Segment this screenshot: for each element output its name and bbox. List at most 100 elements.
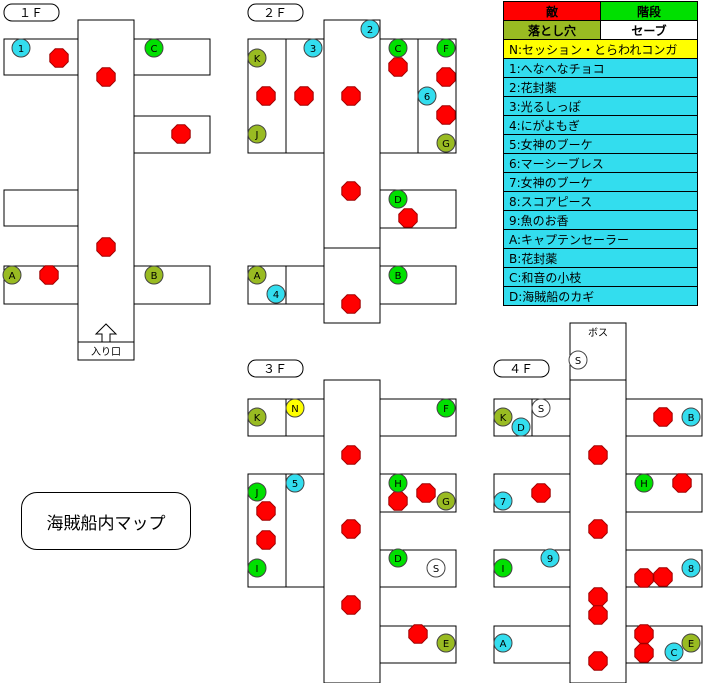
entrance-arrow-icon xyxy=(94,323,118,343)
items-marker-label: 2 xyxy=(367,25,373,36)
items-marker-label: B xyxy=(688,413,695,424)
floor-label: １Ｆ xyxy=(19,6,43,20)
floor-tag-2f xyxy=(247,3,304,22)
floor-label: ２Ｆ xyxy=(263,6,287,20)
enemy-marker xyxy=(341,294,361,314)
stairs-marker-label: H xyxy=(640,479,648,490)
stairs-marker-label: F xyxy=(443,404,449,415)
items-marker xyxy=(11,38,31,58)
enemy-marker xyxy=(256,501,276,521)
pitfall-marker-label: K xyxy=(254,413,261,424)
stairs-marker xyxy=(388,265,408,285)
pitfall-marker xyxy=(681,633,701,653)
pitfall-marker-label: K xyxy=(254,54,261,65)
pitfall-marker-label: E xyxy=(443,639,449,650)
pitfall-marker xyxy=(493,407,513,427)
items-marker xyxy=(285,473,305,493)
legend-item: N:セッション・とらわれコンガ xyxy=(504,39,697,58)
items-marker-label: A xyxy=(500,639,507,650)
legend-enemy: 敵 xyxy=(504,2,600,20)
floor-tag-3f xyxy=(247,359,304,378)
legend-stairs: 階段 xyxy=(600,2,697,20)
enemy-marker xyxy=(341,519,361,539)
legend-item: 2:花封薬 xyxy=(504,77,697,96)
items-marker xyxy=(417,86,437,106)
legend-item: 8:スコアピース xyxy=(504,191,697,210)
enemy-marker xyxy=(653,567,673,587)
enemy-marker xyxy=(49,48,69,68)
enemy-marker xyxy=(294,86,314,106)
pitfall-marker xyxy=(436,491,456,511)
save-marker xyxy=(568,350,588,370)
pitfall-marker xyxy=(247,48,267,68)
legend-header-2: 落とし穴 セーブ xyxy=(504,20,697,39)
wall-room xyxy=(323,19,381,249)
items-marker-label: 1 xyxy=(18,44,24,55)
pitfall-marker xyxy=(247,124,267,144)
enemy-marker xyxy=(436,105,456,125)
items-marker-label: 7 xyxy=(500,497,506,508)
enemy-marker xyxy=(416,483,436,503)
pitfall-marker-label: J xyxy=(255,130,259,141)
pitfall-marker-label: K xyxy=(500,413,507,424)
enemy-marker xyxy=(588,587,608,607)
items-marker xyxy=(664,642,684,662)
legend-item: 3:光るしっぽ xyxy=(504,96,697,115)
stairs-marker xyxy=(436,398,456,418)
enemy-marker xyxy=(388,57,408,77)
pitfall-marker xyxy=(144,265,164,285)
items-marker xyxy=(266,284,286,304)
legend-pitfall: 落とし穴 xyxy=(504,21,600,39)
save-marker-label: S xyxy=(433,564,439,575)
pitfall-marker xyxy=(247,265,267,285)
stairs-marker-label: D xyxy=(394,195,402,206)
stairs-marker-label: H xyxy=(394,479,402,490)
pitfall-marker-label: A xyxy=(254,271,261,282)
pitfall-marker-label: E xyxy=(688,639,694,650)
legend-item: 9:魚のお香 xyxy=(504,210,697,229)
enemy-marker xyxy=(588,445,608,465)
session-marker-label: N xyxy=(291,404,298,415)
pitfall-marker-label: B xyxy=(151,271,158,282)
pitfall-marker xyxy=(436,133,456,153)
items-marker xyxy=(681,407,701,427)
items-marker xyxy=(493,633,513,653)
save-marker-label: S xyxy=(538,404,544,415)
stairs-marker-label: I xyxy=(502,564,505,575)
enemy-marker xyxy=(341,445,361,465)
stairs-marker xyxy=(247,558,267,578)
items-marker xyxy=(681,558,701,578)
stairs-marker xyxy=(388,38,408,58)
enemy-marker xyxy=(388,491,408,511)
enemy-marker xyxy=(171,124,191,144)
pitfall-marker-label: A xyxy=(9,271,16,282)
session-marker xyxy=(285,398,305,418)
entrance-label: 入り口 xyxy=(91,346,121,358)
stairs-marker xyxy=(436,38,456,58)
enemy-marker xyxy=(653,407,673,427)
stairs-marker-label: F xyxy=(443,44,449,55)
items-marker-label: 4 xyxy=(273,290,279,301)
enemy-marker xyxy=(588,605,608,625)
pitfall-marker xyxy=(247,407,267,427)
stairs-marker xyxy=(247,482,267,502)
save-marker xyxy=(426,558,446,578)
pitfall-marker xyxy=(2,265,22,285)
enemy-marker xyxy=(672,473,692,493)
enemy-marker xyxy=(634,624,654,644)
enemy-marker xyxy=(256,530,276,550)
items-marker-label: 9 xyxy=(547,554,553,565)
legend-item: 1:へなへなチョコ xyxy=(504,58,697,77)
wall-room xyxy=(3,189,79,227)
floor-tag-4f xyxy=(493,359,550,378)
enemy-marker xyxy=(588,651,608,671)
enemy-marker xyxy=(634,643,654,663)
stairs-marker-label: B xyxy=(395,271,402,282)
enemy-marker xyxy=(341,86,361,106)
enemy-marker xyxy=(96,237,116,257)
items-marker xyxy=(540,548,560,568)
legend-item: 4:にがよもぎ xyxy=(504,115,697,134)
legend-item: B:花封薬 xyxy=(504,248,697,267)
